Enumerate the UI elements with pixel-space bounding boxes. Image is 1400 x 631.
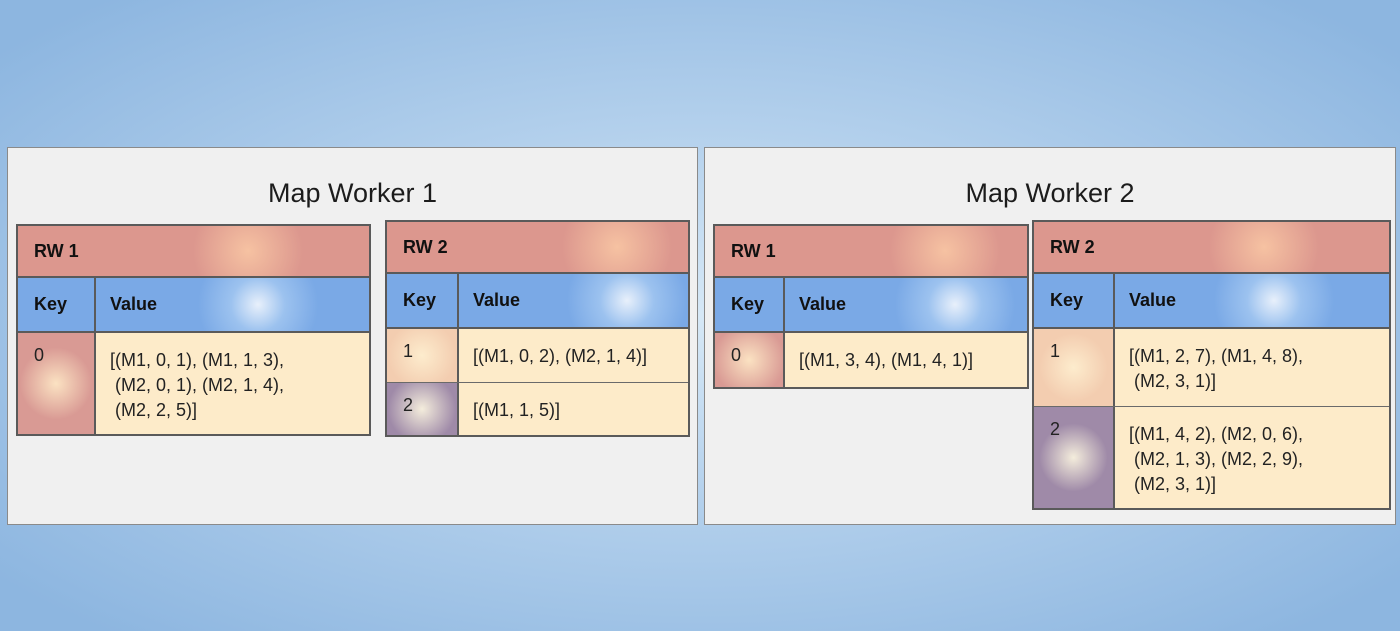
table-rw1-worker2: RW 1 Key Value 0 [(M1, 3, 4), (M1, 4, 1)… xyxy=(713,224,1029,389)
key-cell: 0 xyxy=(18,333,96,434)
table-row: 1 [(M1, 0, 2), (M2, 1, 4)] xyxy=(387,329,688,383)
value-cell: [(M1, 0, 1), (M1, 1, 3), (M2, 0, 1), (M2… xyxy=(110,350,285,420)
value-cell: [(M1, 4, 2), (M2, 0, 6), (M2, 1, 3), (M2… xyxy=(1129,424,1304,494)
table-row: 0 [(M1, 3, 4), (M1, 4, 1)] xyxy=(715,333,1027,387)
table-row: 2 [(M1, 1, 5)] xyxy=(387,383,688,435)
key-cell: 2 xyxy=(387,383,459,435)
value-column-header: Value xyxy=(110,294,158,314)
column-header-row: Key Value xyxy=(715,278,1027,333)
value-cell: [(M1, 0, 2), (M2, 1, 4)] xyxy=(473,346,648,366)
value-cell: [(M1, 2, 7), (M1, 4, 8), (M2, 3, 1)] xyxy=(1129,346,1304,391)
value-cell: [(M1, 1, 5)] xyxy=(473,400,561,420)
value-column-header: Value xyxy=(473,290,521,310)
value-cell: [(M1, 3, 4), (M1, 4, 1)] xyxy=(799,350,974,370)
map-worker-2-panel: Map Worker 2 RW 1 Key Value 0 [(M1, 3, 4… xyxy=(704,147,1396,525)
column-header-row: Key Value xyxy=(18,278,369,333)
key-column-header: Key xyxy=(387,274,459,327)
key-cell: 1 xyxy=(387,329,459,382)
value-column-header: Value xyxy=(1129,290,1177,310)
key-cell: 0 xyxy=(715,333,785,387)
key-column-header: Key xyxy=(1034,274,1115,327)
table-title: RW 1 xyxy=(18,226,369,278)
table-row: 2 [(M1, 4, 2), (M2, 0, 6), (M2, 1, 3), (… xyxy=(1034,407,1389,508)
column-header-row: Key Value xyxy=(1034,274,1389,329)
panel-title: Map Worker 2 xyxy=(965,178,1135,208)
table-row: 0 [(M1, 0, 1), (M1, 1, 3), (M2, 0, 1), (… xyxy=(18,333,369,434)
key-column-header: Key xyxy=(715,278,785,331)
panel-title: Map Worker 1 xyxy=(267,178,438,208)
table-title: RW 1 xyxy=(715,226,1027,278)
key-cell: 1 xyxy=(1034,329,1115,406)
column-header-row: Key Value xyxy=(387,274,688,329)
table-title: RW 2 xyxy=(387,222,688,274)
key-cell: 2 xyxy=(1034,407,1115,508)
map-worker-1-panel: Map Worker 1 RW 1 Key Value 0 [(M1, 0, 1… xyxy=(7,147,698,525)
table-rw1-worker1: RW 1 Key Value 0 [(M1, 0, 1), (M1, 1, 3)… xyxy=(16,224,371,436)
table-title: RW 2 xyxy=(1034,222,1389,274)
table-row: 1 [(M1, 2, 7), (M1, 4, 8), (M2, 3, 1)] xyxy=(1034,329,1389,407)
value-column-header: Value xyxy=(799,294,847,314)
key-column-header: Key xyxy=(18,278,96,331)
table-rw2-worker2: RW 2 Key Value 1 [(M1, 2, 7), (M1, 4, 8)… xyxy=(1032,220,1391,510)
table-rw2-worker1: RW 2 Key Value 1 [(M1, 0, 2), (M2, 1, 4)… xyxy=(385,220,690,437)
